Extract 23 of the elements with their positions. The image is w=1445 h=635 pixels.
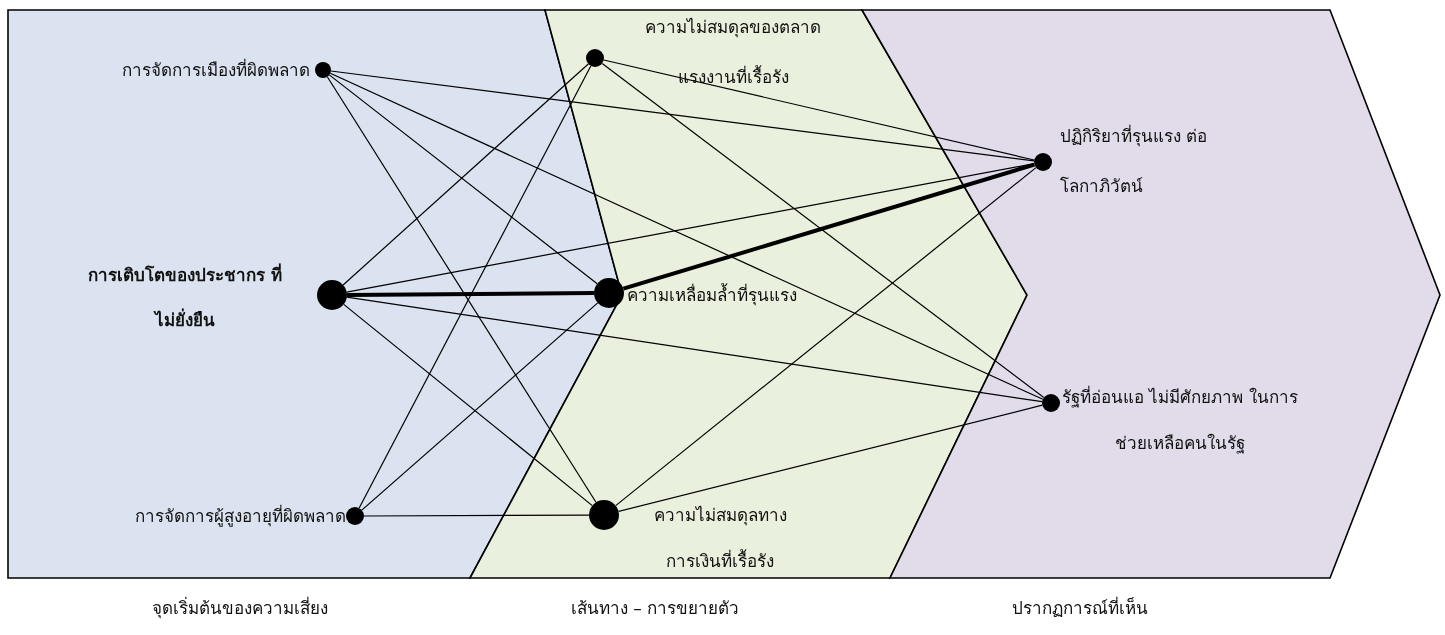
connector-line bbox=[329, 72, 1044, 400]
node-label: ความไม่สมดุลทาง การเงินที่เรื้อรัง bbox=[652, 504, 788, 573]
node-label: ปฏิกิริยาที่รุนแรง ต่อโลกาภิวัตน์ bbox=[1060, 123, 1209, 198]
connector-line bbox=[615, 167, 1037, 507]
node-label: การเติบโตของประชากร ที่ไม่ยั่งยืน bbox=[87, 262, 283, 332]
node-label: การจัดการผู้สูงอายุที่ผิดพลาด bbox=[134, 504, 346, 528]
node-label: ความไม่สมดุลของตลาด แรงงานที่เรื้อรัง bbox=[644, 16, 822, 89]
connector-line bbox=[618, 404, 1043, 512]
thick-connector-line bbox=[347, 291, 594, 297]
connector-line bbox=[603, 59, 1035, 161]
band-caption: ปรากฏการณ์ที่เห็น bbox=[1011, 595, 1149, 620]
connector-line bbox=[330, 70, 1035, 162]
connector-line bbox=[358, 65, 592, 509]
node-label: รัฐที่อ่อนแอ ไม่มีศักยภาพ ในการช่วยเหลือคนในรัฐ bbox=[1061, 384, 1299, 456]
connector-line bbox=[363, 514, 590, 517]
connector-line bbox=[601, 62, 1045, 399]
connector-line bbox=[326, 76, 597, 503]
node-label: ความเหลื่อมล้ำที่รุนแรง bbox=[627, 283, 798, 307]
thick-connector-line bbox=[622, 162, 1035, 291]
node-label: การจัดการเมืองที่ผิดพลาด bbox=[121, 58, 310, 82]
band-caption: เส้นทาง – การขยายตัว bbox=[569, 597, 741, 620]
connector-line bbox=[346, 296, 1043, 403]
band-caption: จุดเริ่มต้นของความเสี่ยง bbox=[151, 595, 329, 621]
